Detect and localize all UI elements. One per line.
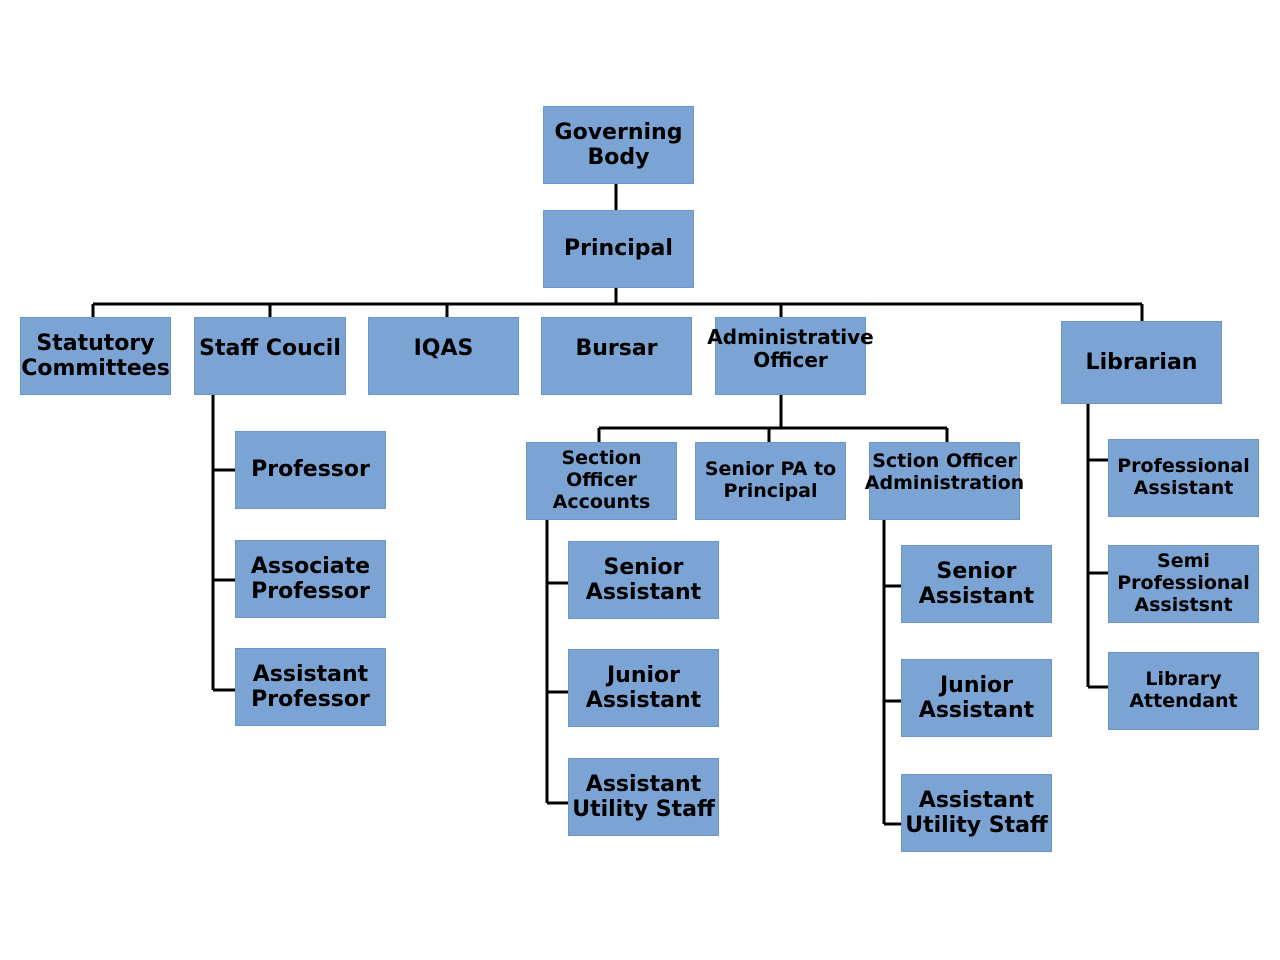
node-senior-pa-to-principal: Senior PA to Principal bbox=[695, 442, 846, 520]
node-librarian: Librarian bbox=[1061, 321, 1222, 404]
node-accounts-assistant-utility-staff: Assistant Utility Staff bbox=[568, 758, 719, 836]
node-bursar: Bursar bbox=[541, 317, 692, 395]
node-library-attendant: Library Attendant bbox=[1108, 652, 1259, 730]
node-principal: Principal bbox=[543, 210, 694, 288]
node-admin-assistant-utility-staff: Assistant Utility Staff bbox=[901, 774, 1052, 852]
node-professional-assistant: Professional Assistant bbox=[1108, 439, 1259, 517]
node-associate-professor: Associate Professor bbox=[235, 540, 386, 618]
node-assistant-professor: Assistant Professor bbox=[235, 648, 386, 726]
node-iqas: IQAS bbox=[368, 317, 519, 395]
node-accounts-junior-assistant: Junior Assistant bbox=[568, 649, 719, 727]
node-section-officer-administration: Sction Officer Administration bbox=[865, 442, 1024, 520]
node-governing-body: Governing Body bbox=[543, 106, 694, 184]
node-statutory-committees: Statutory Committees bbox=[20, 317, 171, 395]
node-admin-senior-assistant: Senior Assistant bbox=[901, 545, 1052, 623]
node-section-officer-accounts: Section Officer Accounts bbox=[526, 442, 677, 520]
node-administrative-officer: Administrative Officer bbox=[707, 317, 874, 395]
node-staff-council: Staff Coucil bbox=[194, 317, 346, 395]
node-professor: Professor bbox=[235, 431, 386, 509]
node-accounts-senior-assistant: Senior Assistant bbox=[568, 541, 719, 619]
node-admin-junior-assistant: Junior Assistant bbox=[901, 659, 1052, 737]
node-semi-professional-assistant: Semi Professional Assistsnt bbox=[1108, 545, 1259, 623]
